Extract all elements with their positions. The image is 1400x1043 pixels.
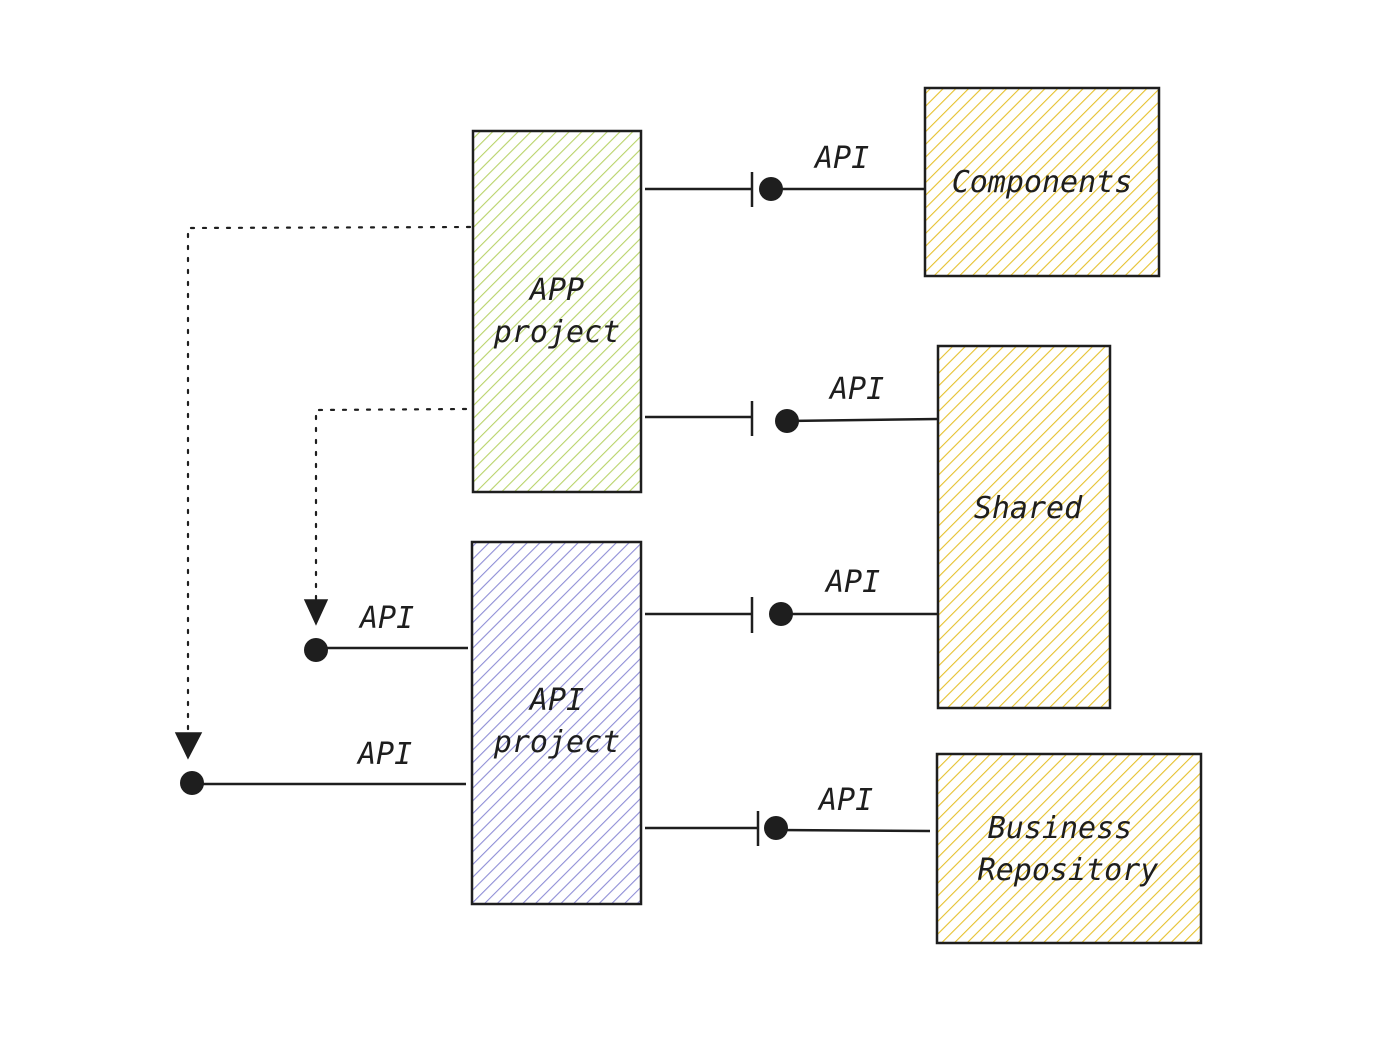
dotted-dependency-line bbox=[314, 407, 468, 602]
dependency-arrowhead bbox=[303, 599, 329, 626]
app-project-box[interactable]: APP project bbox=[471, 129, 643, 494]
api-project-outer-interface: API bbox=[180, 737, 466, 795]
api-label: API bbox=[813, 141, 869, 176]
api-label: API bbox=[824, 565, 880, 600]
provided-interface-line bbox=[775, 828, 931, 833]
api-label: API bbox=[356, 737, 412, 772]
api-project-box[interactable]: API project bbox=[470, 540, 643, 906]
api-label: API bbox=[358, 601, 414, 636]
connector-api-to-business-repository: API bbox=[645, 783, 931, 846]
api-label: API bbox=[817, 783, 873, 818]
interface-dot bbox=[180, 771, 204, 795]
shared-box[interactable]: Shared bbox=[936, 344, 1112, 710]
provided-interface-line bbox=[786, 417, 939, 423]
connector-api-to-shared: API bbox=[645, 565, 938, 633]
api-project-label-line2: project bbox=[493, 725, 620, 760]
components-label: Components bbox=[952, 165, 1133, 200]
business-repository-box[interactable]: Business Repository bbox=[935, 752, 1203, 945]
dependency-arrowhead bbox=[174, 732, 203, 760]
dotted-dependency-line bbox=[186, 225, 472, 734]
connector-app-to-shared: API bbox=[645, 372, 939, 436]
components-box[interactable]: Components bbox=[923, 86, 1161, 278]
interface-dot bbox=[764, 816, 788, 840]
app-project-label-line1: APP bbox=[528, 273, 584, 308]
api-label: API bbox=[828, 372, 884, 407]
interface-dot bbox=[304, 638, 328, 662]
business-repository-label-line1: Business bbox=[988, 811, 1133, 846]
api-project-label-line1: API bbox=[528, 683, 584, 718]
business-repository-label-line2: Repository bbox=[978, 853, 1159, 888]
app-project-label-line2: project bbox=[493, 315, 620, 350]
dependency-app-to-api-inner bbox=[303, 407, 468, 626]
connector-app-to-components: API bbox=[645, 141, 925, 207]
api-project-inner-interface: API bbox=[304, 601, 468, 662]
dependency-app-to-api-outer bbox=[174, 225, 472, 760]
shared-label: Shared bbox=[974, 491, 1083, 526]
